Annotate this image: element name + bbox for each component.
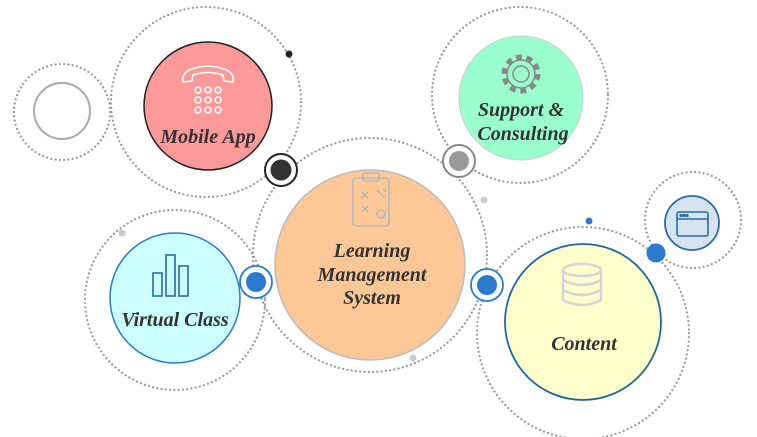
orbit-virtual-class [83,208,267,392]
browser-window-icon [676,211,709,237]
mobile-app-label: Mobile App [159,126,255,148]
black-dot [285,50,293,58]
connector-content [470,268,504,302]
gear-icon [501,54,541,94]
blue-dot [585,217,593,225]
database-icon [561,262,603,307]
clipboard-strategy-icon [352,172,390,227]
browser-circle [664,195,720,251]
connector-mobile [264,153,298,187]
content-circle [504,243,662,401]
support-label-line2: Consulting [477,123,568,145]
orbit-browser [643,170,743,270]
node-virtual-class[interactable]: Virtual Class [109,232,241,364]
node-mobile-app[interactable]: Mobile App [143,41,273,171]
orbit-lms [251,136,489,374]
connector-virtual-class [239,265,273,299]
node-lms[interactable]: Learning Management System [274,169,466,361]
telephone-icon [181,65,235,114]
orbit-content [475,225,691,437]
orbit-mobile-app [109,5,303,199]
orbit-empty [12,62,112,162]
empty-circle [33,82,91,140]
lms-label-line1: Learning [333,240,411,262]
content-label: Content [551,333,618,355]
mobile-app-circle [143,41,273,171]
gray-dot [118,229,126,237]
node-content[interactable]: Content [504,243,662,401]
node-browser[interactable] [664,195,720,251]
orbit-support [430,5,610,185]
gray-dot [409,354,417,362]
support-label-line1: Support & [478,99,565,121]
node-support-consulting[interactable]: Support & Consulting [458,35,584,161]
lms-label-line2: Management [317,264,428,286]
connector-support [442,144,476,178]
blue-dot-large [646,243,666,263]
bar-chart-icon [152,254,189,297]
support-circle [458,35,584,161]
virtual-class-circle [109,232,241,364]
virtual-class-label: Virtual Class [121,309,228,331]
gray-dot [480,196,488,204]
lms-label-line3: System [343,287,401,309]
lms-circle [274,169,466,361]
